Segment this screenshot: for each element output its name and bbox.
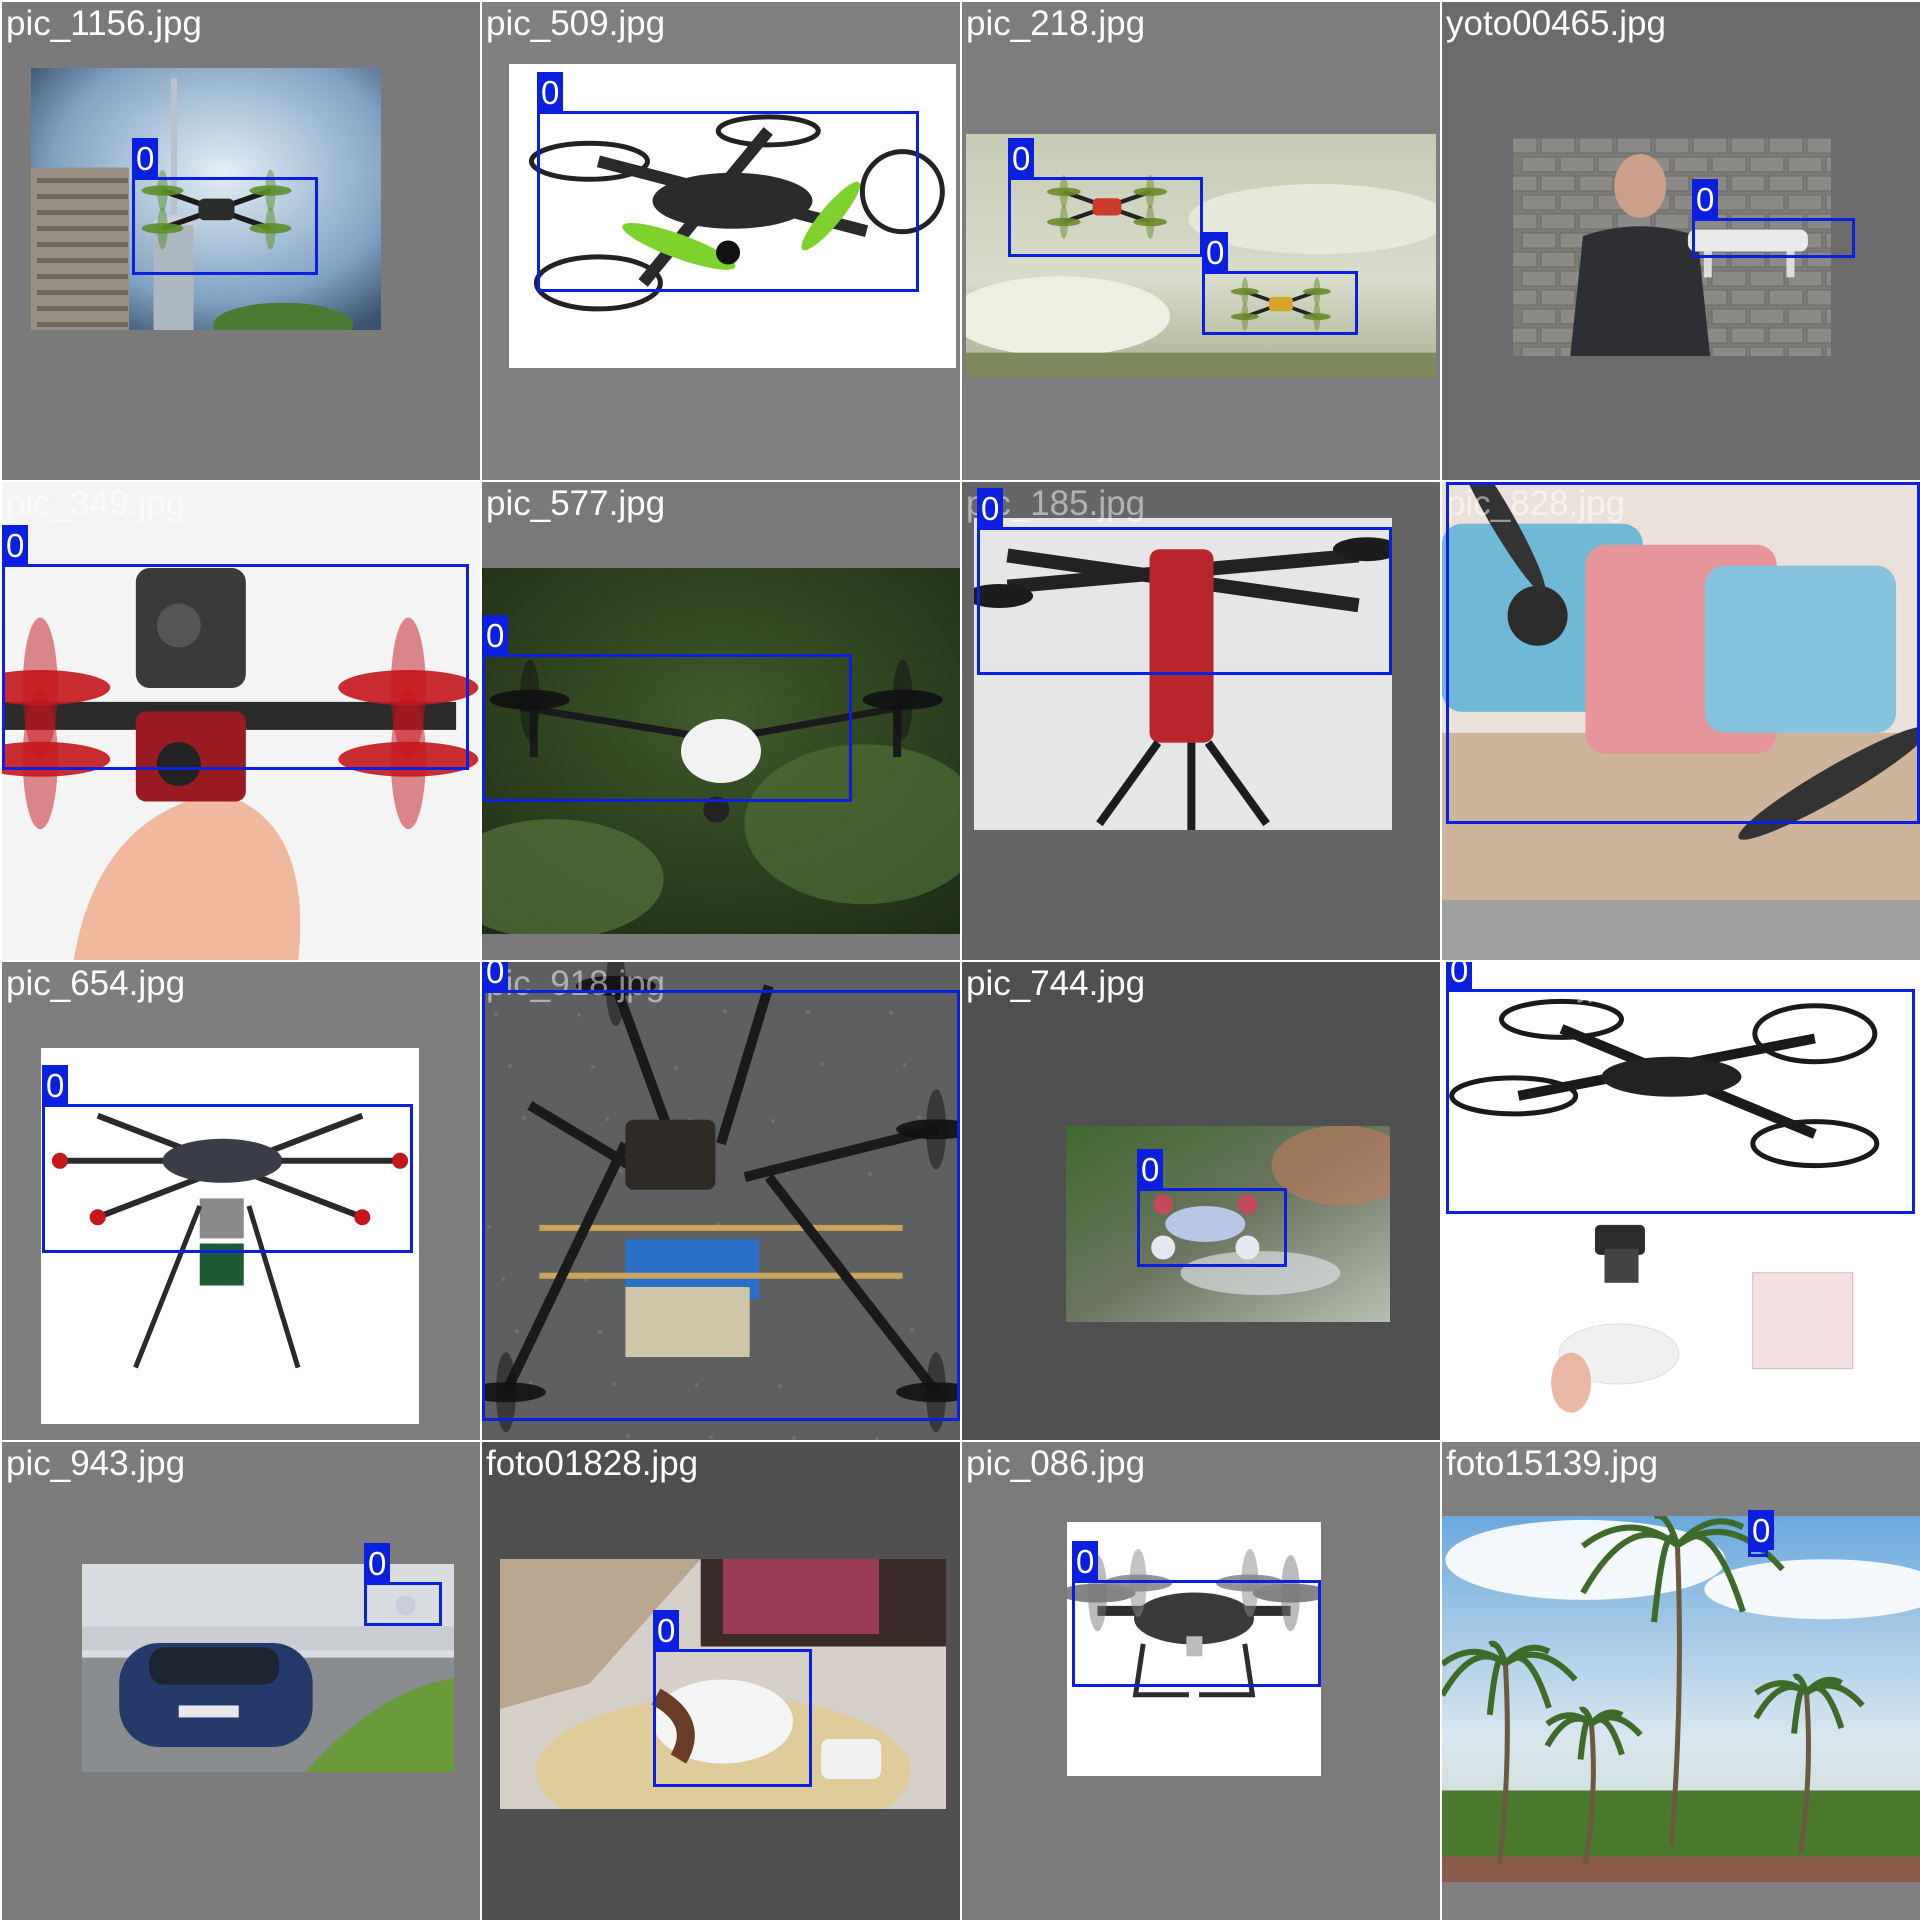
mosaic-tile: pic_218.jpg 0 0 — [962, 2, 1440, 480]
class-label: 0 — [132, 138, 159, 178]
detection-box: 0 — [1202, 232, 1358, 335]
image-filename: pic_918.jpg — [486, 964, 666, 1003]
class-label: 0 — [1072, 1541, 1099, 1581]
detection-box: 0 — [482, 615, 852, 802]
class-label: 0 — [2, 525, 29, 565]
image-filename: pic_086.jpg — [966, 1444, 1146, 1483]
mosaic-tile: pic_1156.jpg 0 — [2, 2, 480, 480]
image-filename: pic_654.jpg — [6, 964, 186, 1003]
class-label: 0 — [1202, 232, 1229, 272]
photo-hands-on-white-drone — [500, 1559, 946, 1809]
class-label: 0 — [653, 1610, 680, 1650]
photo-drone-over-car — [82, 1564, 454, 1772]
detection-box: 0 — [364, 1543, 442, 1626]
mosaic-tile: pic_086.jpg 0 — [962, 1442, 1440, 1920]
detection-box: 0 — [1137, 1149, 1287, 1267]
detection-box: 0 — [1748, 1510, 1775, 1557]
photo-hand-held-fpv-drone — [2, 482, 480, 960]
class-label: 0 — [42, 1065, 69, 1105]
detection-box: 0 — [132, 138, 318, 275]
class-label: 0 — [1692, 179, 1719, 219]
detection-box: 0 — [1008, 138, 1203, 257]
detection-box: 0 — [1446, 962, 1915, 1214]
detection-box: 0 — [482, 962, 960, 1421]
mosaic-tile: pic_577.jpg 0 — [482, 482, 960, 960]
detection-box: 0 — [2, 525, 469, 770]
image-filename: pic_349.jpg — [6, 484, 186, 523]
photo-man-holding-drone — [1513, 138, 1831, 356]
image-filename: pic_577.jpg — [486, 484, 666, 523]
class-label: 0 — [1008, 138, 1035, 178]
photo-palm-trees-sky — [1442, 1516, 1920, 1882]
image-filename: pic_828.jpg — [1446, 484, 1626, 523]
class-label: 0 — [364, 1543, 391, 1583]
class-label: 0 — [1748, 1510, 1775, 1550]
mosaic-tile: pic_654.jpg 0 — [2, 962, 480, 1440]
mosaic-tile: foto15139.jpg 0 — [1442, 1442, 1920, 1920]
class-label: 0 — [977, 488, 1004, 528]
image-filename: pic_451.jpg — [1446, 964, 1626, 1003]
photo-quadcopter-cn-tower — [31, 68, 381, 330]
photo-mini-drone-blur — [1066, 1126, 1390, 1322]
image-filename: pic_1156.jpg — [6, 4, 202, 43]
detection-box: 0 — [42, 1065, 413, 1253]
image-filename: pic_744.jpg — [966, 964, 1146, 1003]
class-label: 0 — [482, 962, 509, 991]
mosaic-tile: yoto00465.jpg 0 — [1442, 2, 1920, 480]
mosaic-tile: pic_509.jpg 0 — [482, 2, 960, 480]
detection-box: 0 — [653, 1610, 812, 1787]
class-label: 0 — [1137, 1149, 1164, 1189]
image-filename: foto01828.jpg — [486, 1444, 699, 1483]
photo-inspire-drone-forest — [482, 568, 960, 934]
mosaic-tile: foto01828.jpg 0 — [482, 1442, 960, 1920]
detection-box: 0 — [1692, 179, 1855, 258]
photo-phantom-drone — [1067, 1522, 1321, 1776]
image-filename: foto15139.jpg — [1446, 1444, 1659, 1483]
photo-hexacopter-white — [41, 1048, 419, 1424]
photo-hexacopter-on-scale — [482, 962, 960, 1440]
mosaic-tile: pic_943.jpg 0 — [2, 1442, 480, 1920]
image-filename: pic_509.jpg — [486, 4, 666, 43]
detection-box: 0 — [537, 72, 919, 292]
class-label: 0 — [537, 72, 564, 112]
image-filename: yoto00465.jpg — [1446, 4, 1666, 43]
mosaic-tile: pic_744.jpg 0 — [962, 962, 1440, 1440]
class-label: 0 — [1446, 482, 1473, 483]
class-label: 0 — [1446, 962, 1473, 990]
photo-black-drone-with-remote — [1442, 962, 1920, 1440]
detection-box: 0 — [1446, 482, 1920, 824]
class-label: 0 — [482, 615, 509, 655]
photo-pink-blue-drones-closeup — [1442, 482, 1920, 900]
image-filename: pic_218.jpg — [966, 4, 1146, 43]
detection-box: 0 — [977, 488, 1392, 675]
image-filename: pic_943.jpg — [6, 1444, 186, 1483]
detection-box: 0 — [1072, 1541, 1321, 1687]
photo-green-propeller-drone — [509, 64, 956, 368]
